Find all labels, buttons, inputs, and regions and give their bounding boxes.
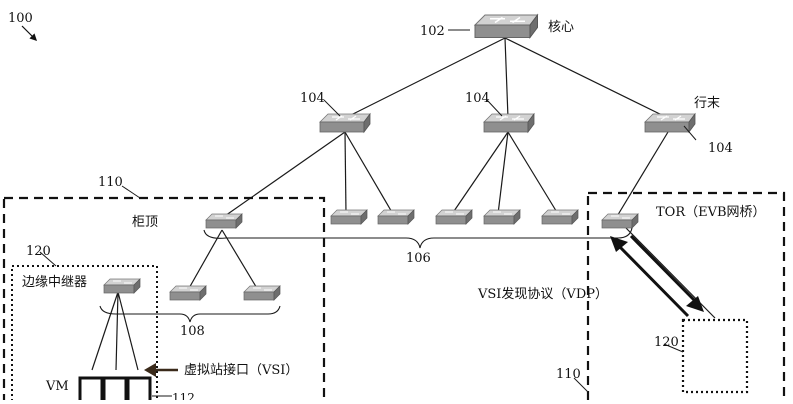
aggregation-switch-1 [319,113,371,133]
bridge-ref-label: 120 [26,244,51,259]
brace-106 [203,227,633,249]
top-of-rack-switch [205,213,243,229]
access-switch-1 [330,209,368,225]
vm-label: VM [45,379,69,394]
core-switch [474,14,539,39]
rack-ref-label-2: 110 [556,367,581,382]
rack-switch-2 [243,285,281,301]
bridge-box-right [681,318,749,394]
vm-group [78,376,152,404]
access-switch-5 [541,209,579,225]
core-ref-label: 102 [420,24,445,39]
rack-box-right [586,191,786,404]
top-of-rack-label: 柜顶 [132,215,158,230]
end-of-row-label: 行末 [694,96,720,111]
brace-108-label: 108 [180,324,205,339]
rack-box-left [2,196,326,404]
brace-108 [99,305,281,323]
aggregation-ref-label-1: 104 [300,91,325,106]
figure-ref-label: 100 [8,11,33,26]
vm-ref-label: 112 [172,391,195,400]
rack-switch-1 [169,285,207,301]
links [91,37,716,371]
aggregation-switch-2 [483,113,535,133]
tor-evb-label: TOR（EVB网桥） [656,205,766,220]
edge-relay-box [11,265,158,404]
bridge-ref-label-2: 120 [654,335,679,350]
vdp-label: VSI发现协议（VDP） [477,286,608,302]
fig-arrow [21,25,38,42]
access-switch-2 [377,209,415,225]
access-switch-3 [435,209,473,225]
aggregation-ref-label-2: 104 [465,91,490,106]
brace-106-label: 106 [406,251,431,266]
vsi-arrow [144,363,178,377]
vdp-double-arrow [610,234,704,318]
edge-relay-switch [103,278,141,294]
leader-lines [39,29,697,397]
vsi-label: 虚拟站接口（VSI） [184,362,298,378]
aggregation-ref-label-3: 104 [708,141,733,156]
aggregation-switch-3 [644,113,696,133]
rack-ref-label: 110 [98,175,123,190]
edge-relay-label: 边缘中继器 [22,275,87,290]
core-label: 核心 [548,20,574,35]
tor-evb-switch [601,213,639,229]
access-switch-4 [483,209,521,225]
